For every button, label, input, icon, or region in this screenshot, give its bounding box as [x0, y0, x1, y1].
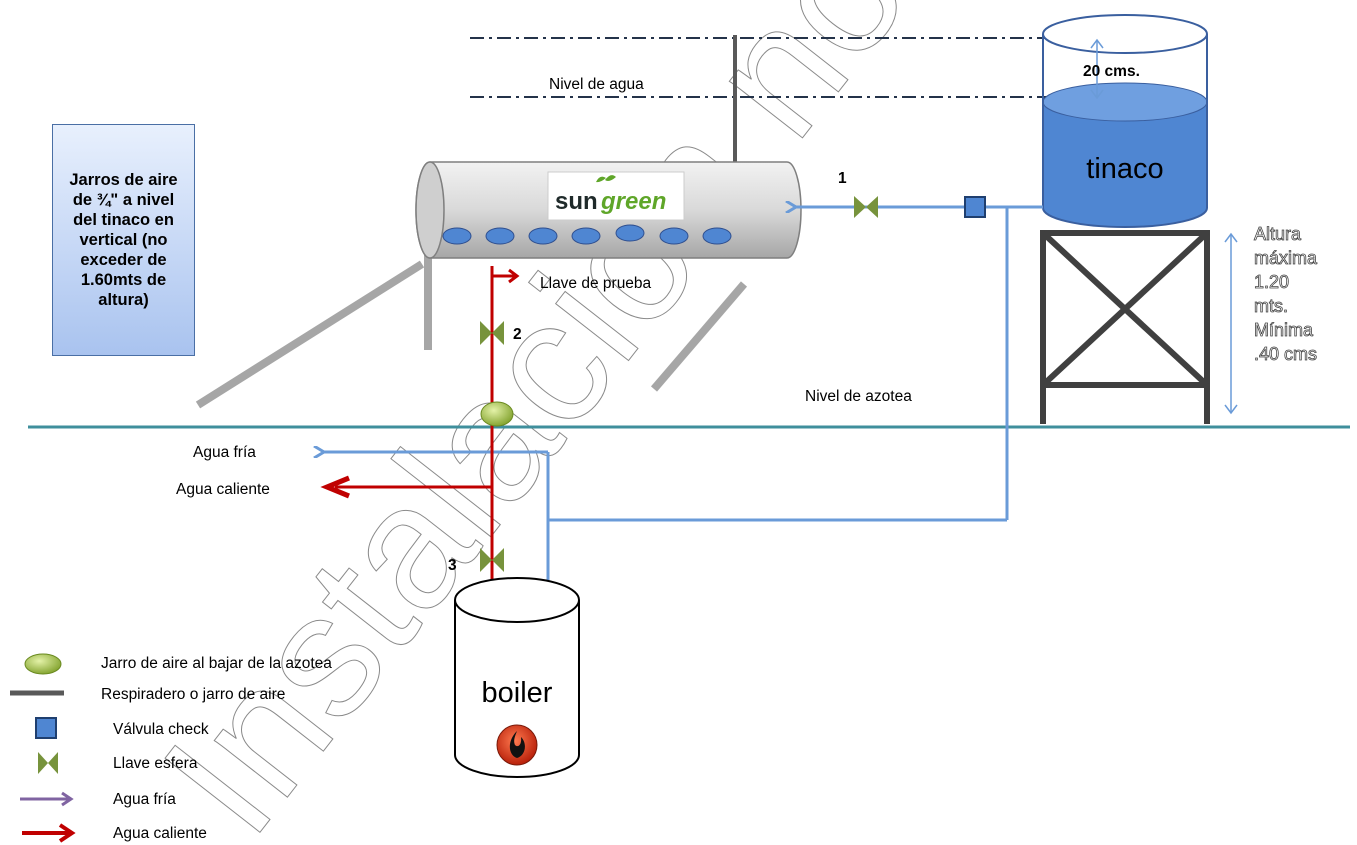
- air-jar-note: Jarros de aire de ¾" a nivel del tinaco …: [52, 124, 195, 356]
- roof-level-label: Nivel de azotea: [805, 388, 912, 405]
- legend: Jarro de aire al bajar de la azotea Resp…: [10, 653, 332, 843]
- legend-label: Válvula check: [113, 721, 209, 738]
- hot-water-outlet-label: Agua caliente: [176, 481, 270, 498]
- brand-logo-green: green: [600, 188, 666, 215]
- 20cm-label: 20 cms.: [1083, 63, 1140, 80]
- cold-arrow-icon: [20, 791, 74, 807]
- check-valve-icon: [964, 196, 986, 218]
- collector-tube: [659, 227, 689, 245]
- water-tank: [1042, 14, 1208, 228]
- test-valve-label: Llave de prueba: [540, 275, 652, 292]
- collector-tube: [485, 227, 515, 245]
- brand-logo: sun green: [547, 171, 685, 221]
- ball-valve-2-icon: [480, 321, 504, 345]
- boiler-label: boiler: [482, 677, 553, 709]
- collector-tube: [702, 227, 732, 245]
- hot-water-arrow-head: [320, 475, 350, 499]
- cold-water-pipes: [324, 207, 1043, 601]
- air-jar-icon: [480, 401, 514, 427]
- collector-tube: [615, 224, 645, 242]
- ball-valve-1-icon: [854, 196, 878, 218]
- cold-water-outlet-label: Agua fría: [193, 444, 256, 461]
- height-dimension: [1224, 232, 1238, 415]
- collector-tubes: [442, 224, 732, 245]
- collector-tube: [571, 227, 601, 245]
- valve-1-label: 1: [838, 170, 847, 187]
- ball-valve-3-icon: [480, 548, 504, 572]
- tank-stand: [1040, 230, 1210, 424]
- check-valve-square-icon: [35, 717, 57, 739]
- 20cm-dimension: [1090, 38, 1104, 100]
- ball-valve-icon: [38, 752, 58, 774]
- height-limit-note: Altura máxima 1.20 mts. Mínima .40 cms: [1254, 224, 1318, 365]
- boiler: [454, 577, 580, 778]
- legend-label: Agua fría: [113, 791, 176, 808]
- brand-logo-sun: sun: [555, 188, 598, 215]
- hot-water-pipes: [335, 266, 520, 604]
- valve-2-label: 2: [513, 326, 522, 343]
- legend-label: Respiradero o jarro de aire: [101, 686, 285, 703]
- burner-icon: [496, 724, 538, 766]
- air-jar-note-text: Jarros de aire de ¾" a nivel del tinaco …: [69, 171, 178, 309]
- tank-label: tinaco: [1086, 153, 1163, 185]
- collector-tube: [442, 227, 472, 245]
- hot-arrow-icon: [22, 823, 76, 843]
- legend-label: Jarro de aire al bajar de la azotea: [101, 655, 332, 672]
- valve-3-label: 3: [448, 557, 457, 574]
- legend-label: Agua caliente: [113, 825, 207, 842]
- legend-label: Llave esfera: [113, 755, 198, 772]
- air-jar-ellipse-icon: [24, 653, 62, 675]
- collector-tube: [528, 227, 558, 245]
- water-level-label: Nivel de agua: [549, 76, 644, 93]
